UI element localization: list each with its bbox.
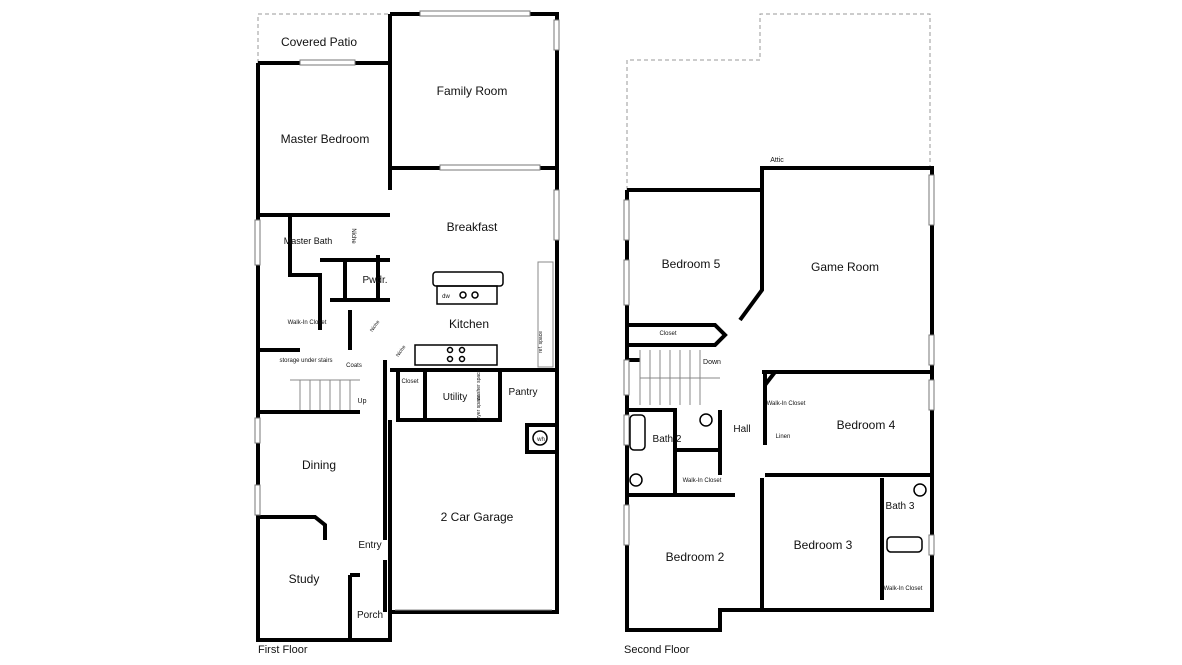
room-label-closet: Closet bbox=[401, 379, 418, 385]
room-label-garage: 2 Car Garage bbox=[441, 510, 514, 524]
room-label-walk-in-closet-b4: Walk-In Closet bbox=[767, 401, 806, 407]
room-label-kitchen: Kitchen bbox=[449, 317, 489, 331]
room-label-niche-3: Niche bbox=[395, 344, 407, 358]
room-label-coats: Coats bbox=[346, 363, 362, 369]
room-label-closet: Closet bbox=[659, 331, 676, 337]
room-label-pantry: Pantry bbox=[509, 387, 538, 398]
room-label-game-room: Game Room bbox=[811, 260, 879, 274]
room-label-breakfast: Breakfast bbox=[447, 220, 498, 234]
room-label-walk-in-closet-b2: Walk-In Closet bbox=[683, 478, 722, 484]
room-label-niche-2: Niche bbox=[369, 319, 381, 333]
first-floor-caption: First Floor bbox=[258, 644, 308, 656]
room-label-bedroom-3: Bedroom 3 bbox=[794, 538, 853, 552]
room-label-bath-2: Bath 2 bbox=[653, 434, 682, 445]
room-label-bedroom-4: Bedroom 4 bbox=[837, 418, 896, 432]
room-label-entry: Entry bbox=[358, 540, 381, 551]
room-label-utility: Utility bbox=[443, 392, 467, 403]
room-label-dining: Dining bbox=[302, 458, 336, 472]
room-label-niche: Niche bbox=[350, 228, 356, 244]
room-label-bedroom-2: Bedroom 2 bbox=[666, 550, 725, 564]
room-label-porch: Porch bbox=[357, 610, 383, 621]
stairs-up-label: Up bbox=[358, 398, 367, 405]
stairs-down-label: Down bbox=[703, 359, 721, 366]
room-label-master-bedroom: Master Bedroom bbox=[281, 132, 370, 146]
label-attic: Attic bbox=[770, 157, 784, 164]
label-washer-space: washer space bbox=[476, 369, 482, 400]
label-dishwasher: dw bbox=[442, 294, 450, 300]
label-ref-space: ref. space bbox=[538, 331, 544, 353]
room-label-walk-in-closet-b3: Walk-In Closet bbox=[884, 586, 923, 592]
second-floor-caption: Second Floor bbox=[624, 644, 690, 656]
room-label-storage: storage under stairs bbox=[279, 358, 332, 364]
room-label-covered-patio: Covered Patio bbox=[281, 35, 357, 49]
label-dryer-space: dryer space bbox=[476, 395, 482, 421]
room-label-study: Study bbox=[289, 572, 320, 586]
room-label-master-bath: Master Bath bbox=[284, 236, 333, 246]
second-floor-walls bbox=[625, 166, 934, 632]
second-floor-plan: Attic Bedroom 5 Game Room Closet Down Wa… bbox=[623, 13, 935, 656]
first-floor-walls bbox=[256, 12, 559, 642]
room-label-powder: Pwdr. bbox=[362, 275, 387, 286]
room-label-bath-3: Bath 3 bbox=[886, 501, 915, 512]
room-label-linen: Linen bbox=[776, 434, 791, 440]
room-label-family-room: Family Room bbox=[437, 84, 508, 98]
room-label-walk-in-closet: Walk-In Closet bbox=[288, 320, 327, 326]
room-label-bedroom-5: Bedroom 5 bbox=[662, 257, 721, 271]
first-floor-plan: Covered Patio Family Room Master Bedroom… bbox=[254, 10, 560, 656]
label-water-heater: wh bbox=[536, 437, 545, 443]
room-label-hall: Hall bbox=[733, 424, 750, 435]
